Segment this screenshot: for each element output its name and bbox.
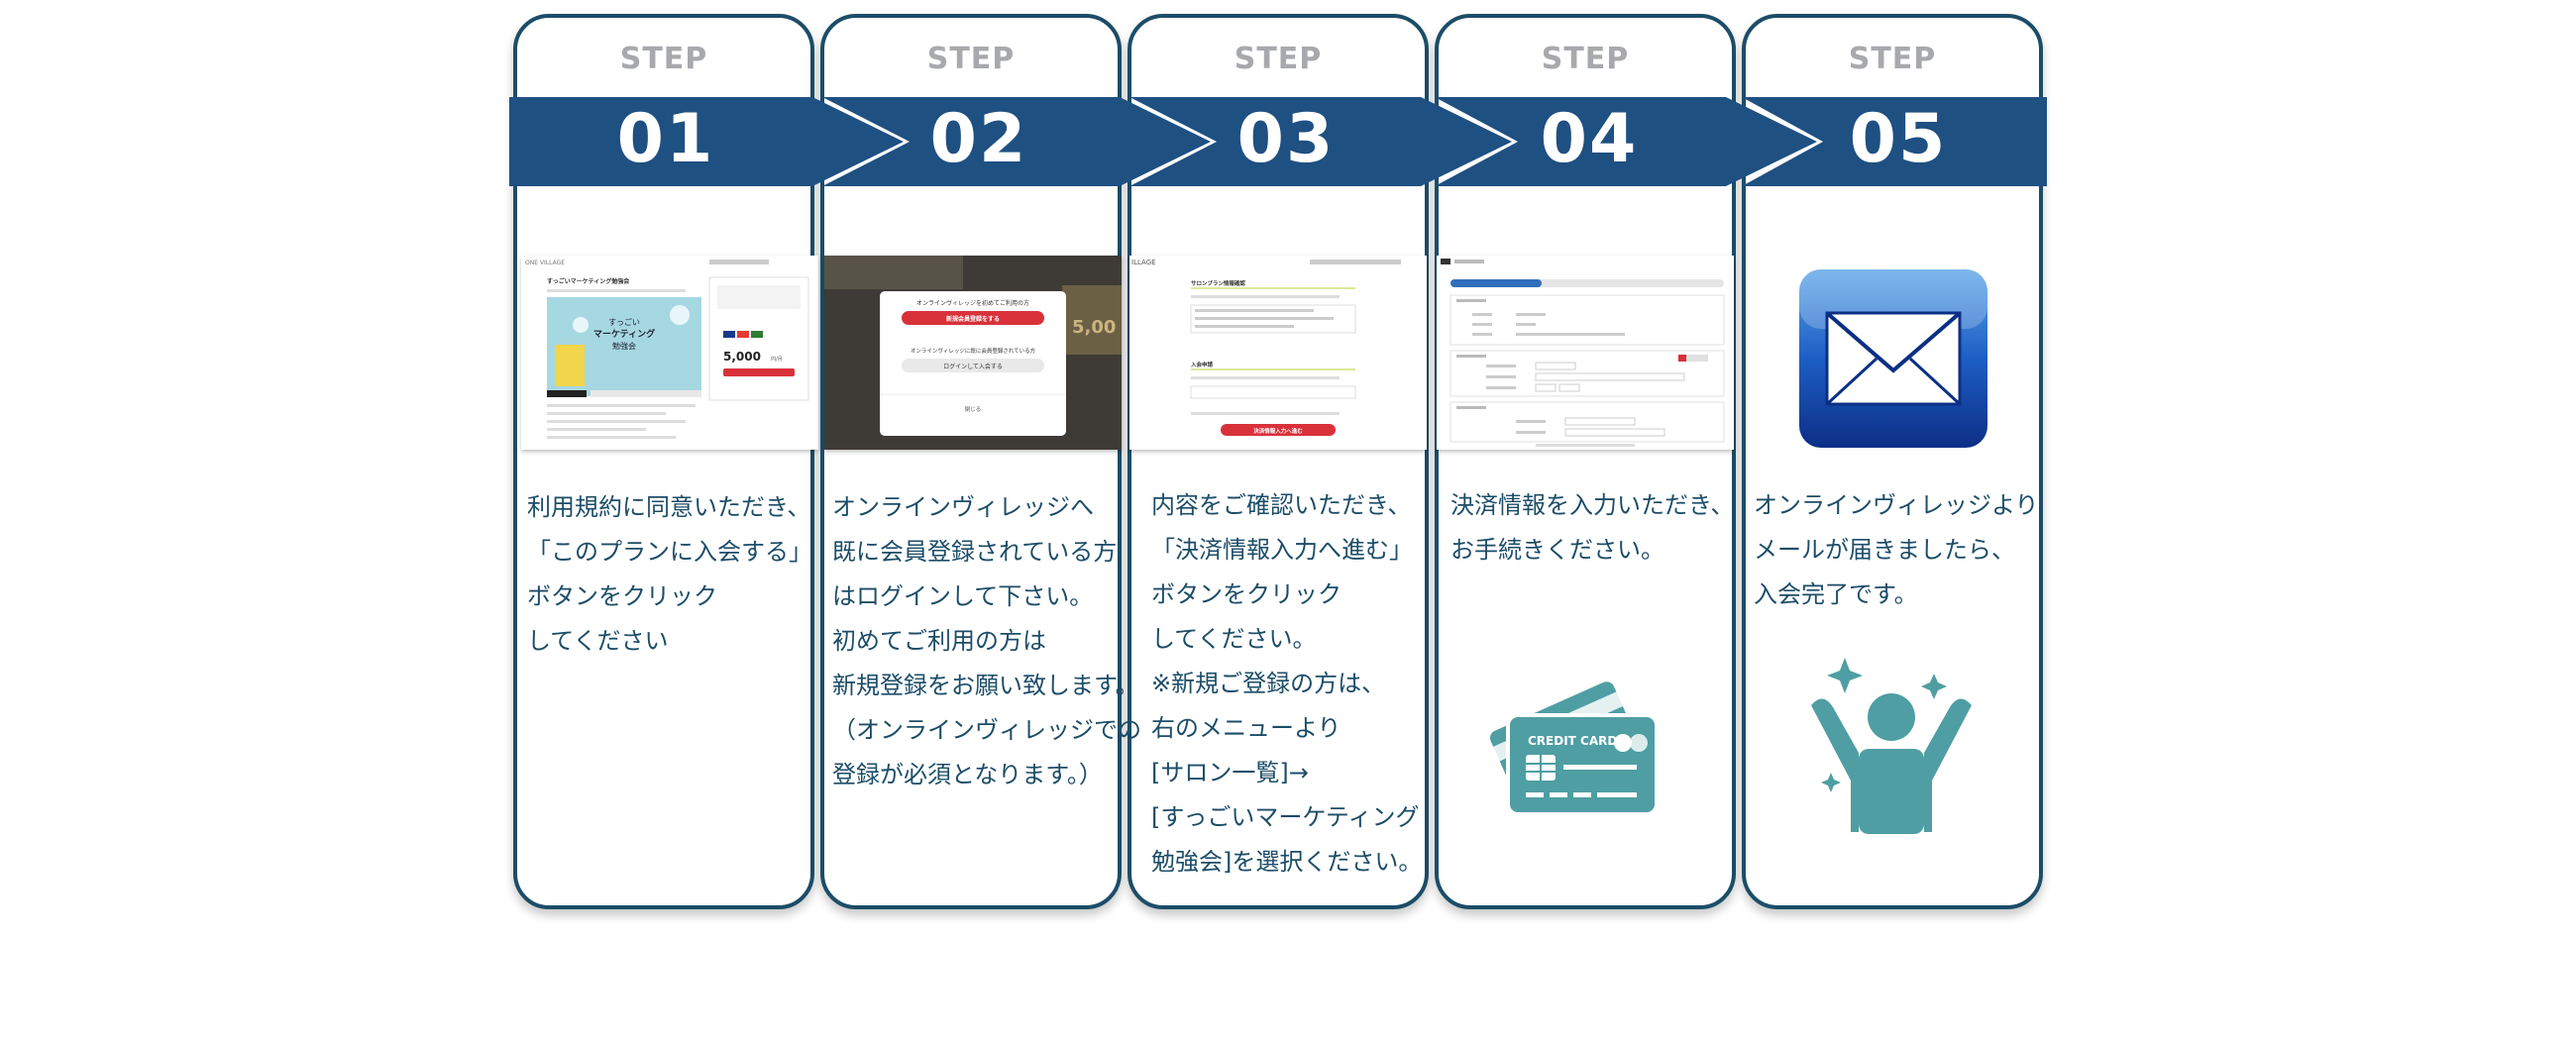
login-button: ログインして入会する xyxy=(943,363,1003,370)
step-number-5: 05 xyxy=(1849,100,1948,178)
screenshot-thumbnail-3: ILLAGE サロンプラン情報確認 入会申請 決済情報入力へ進む xyxy=(1129,256,1427,450)
thumb3-logo: ILLAGE xyxy=(1131,259,1156,266)
thumb3-heading-2: 入会申請 xyxy=(1190,361,1214,368)
promo-line-3: 勉強会 xyxy=(612,341,636,351)
step-number-2: 02 xyxy=(929,100,1028,178)
description-line: 内容をご確認いただき、 xyxy=(1151,491,1412,519)
description-line: 決済情報を入力いただき、 xyxy=(1450,491,1735,519)
credit-card-icon: CREDIT CARD xyxy=(1490,678,1659,817)
description-line: してください。 xyxy=(1151,625,1317,653)
promo-line-1: すっごい xyxy=(608,317,640,327)
credit-card-label: CREDIT CARD xyxy=(1528,734,1617,748)
description-line: （オンラインヴィレッジでの xyxy=(832,716,1141,744)
step-label: STEP xyxy=(1234,42,1323,76)
thumb-price-unit: 円/月 xyxy=(771,357,783,363)
description-line: 新規登録をお願い致します。 xyxy=(832,672,1139,699)
description-line: 入会完了です。 xyxy=(1754,580,1918,608)
celebrating-person-icon xyxy=(1811,658,1972,834)
description-line: 右のメニューより xyxy=(1151,714,1342,742)
screenshot-thumbnail-2: 5,00 オンラインヴィレッジを初めてご利用の方 新規会員登録をする オンライン… xyxy=(824,256,1122,450)
description-line: オンラインヴィレッジより xyxy=(1754,491,2039,519)
description-line: [サロン一覧]→ xyxy=(1151,759,1309,786)
step-description-2: オンラインヴィレッジへ 既に会員登録されている方 はログインして下さい。 初めて… xyxy=(832,485,1141,797)
step-label: STEP xyxy=(1541,42,1630,76)
description-line: 「決済情報入力へ進む」 xyxy=(1151,536,1413,564)
description-line: 登録が必須となります。） xyxy=(832,761,1103,788)
envelope-icon xyxy=(1799,269,1987,448)
description-line: オンラインヴィレッジへ xyxy=(832,493,1094,521)
description-line: [すっごいマーケティング xyxy=(1151,803,1420,831)
thumb-price: 5,000 xyxy=(723,350,761,364)
description-line: お手続きください。 xyxy=(1450,536,1664,564)
bg-price: 5,00 xyxy=(1072,317,1116,338)
description-line: 既に会員登録されている方 xyxy=(832,538,1118,566)
description-line: 利用規約に同意いただき、 xyxy=(527,493,811,521)
step-number-4: 04 xyxy=(1540,100,1639,178)
promo-line-2: マーケティング xyxy=(593,328,655,340)
step-description-3: 内容をご確認いただき、 「決済情報入力へ進む」 ボタンをクリック してください。… xyxy=(1151,483,1422,885)
description-line: ※新規ご登録の方は、 xyxy=(1151,670,1386,697)
step-label: STEP xyxy=(926,42,1016,76)
description-line: 「このプランに入会する」 xyxy=(527,538,812,566)
description-line: ボタンをクリック xyxy=(1151,580,1342,608)
description-line: メールが届きましたら、 xyxy=(1754,536,2015,564)
step-number-3: 03 xyxy=(1236,100,1336,178)
description-line: ボタンをクリック xyxy=(527,582,717,610)
step-number-1: 01 xyxy=(616,100,715,178)
modal-line-2: オンラインヴィレッジに既に会員登録されている方 xyxy=(911,347,1036,355)
thumb-logo: ONE VILLAGE xyxy=(525,260,565,266)
description-line: 初めてご利用の方は xyxy=(832,627,1046,655)
step-label: STEP xyxy=(619,42,708,76)
modal-line-1: オンラインヴィレッジを初めてご利用の方 xyxy=(916,299,1029,307)
screenshot-thumbnail-1: ONE VILLAGE すっごいマーケティング勉強会 すっごい マーケティング … xyxy=(521,256,818,450)
register-button: 新規会員登録をする xyxy=(946,315,1000,323)
description-line: 勉強会]を選択ください。 xyxy=(1151,848,1423,876)
close-label: 閉じる xyxy=(965,406,982,413)
step-description-4: 決済情報を入力いただき、 お手続きください。 xyxy=(1450,483,1734,573)
description-line: してください xyxy=(527,627,669,655)
step-description-5: オンラインヴィレッジより メールが届きましたら、 入会完了です。 xyxy=(1754,483,2039,617)
step-label: STEP xyxy=(1848,42,1937,76)
thumb-title: すっごいマーケティング勉強会 xyxy=(547,277,630,285)
screenshot-thumbnail-4 xyxy=(1437,256,1734,450)
step-description-1: 利用規約に同意いただき、 「このプランに入会する」 ボタンをクリック してくださ… xyxy=(527,485,812,664)
thumb3-heading-1: サロンプラン情報確認 xyxy=(1191,279,1245,287)
thumb3-submit-button: 決済情報入力へ進む xyxy=(1253,427,1303,435)
description-line: はログインして下さい。 xyxy=(832,582,1094,610)
